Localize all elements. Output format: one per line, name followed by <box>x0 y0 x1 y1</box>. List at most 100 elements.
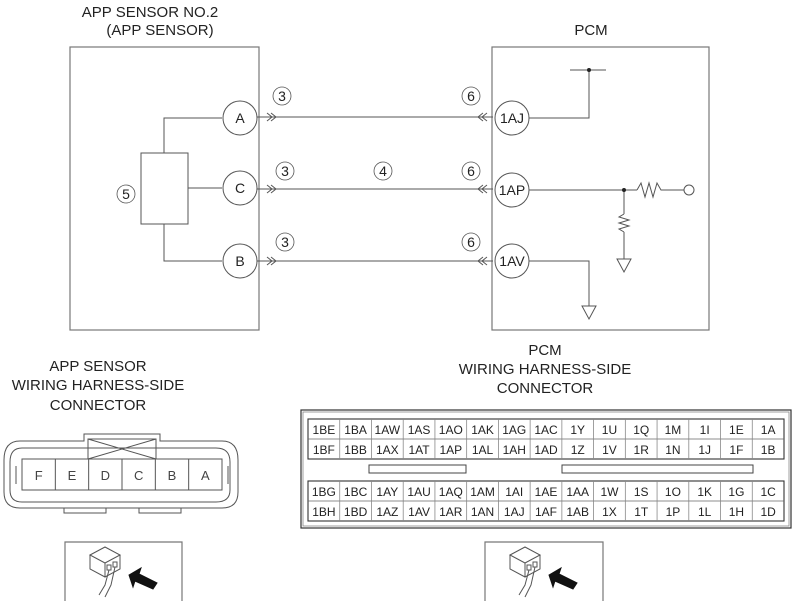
signal-terminal-icon <box>683 184 695 196</box>
sensor-terminal-e: E <box>54 459 77 490</box>
svg-text:3: 3 <box>281 234 289 250</box>
pcm-terminal-1ao: 1AO <box>439 423 463 437</box>
pcm-1aj-supply-circuit <box>529 69 606 119</box>
svg-text:6: 6 <box>467 88 475 104</box>
pcm-terminal-1o: 1O <box>665 485 681 499</box>
pcm-terminal-1al: 1AL <box>472 443 494 457</box>
svg-text:A: A <box>201 468 210 483</box>
sensor-connector-title-line2: WIRING HARNESS-SIDE <box>12 377 185 394</box>
pcm-terminal-1ah: 1AH <box>503 443 526 457</box>
sensor-terminal-d: D <box>88 459 110 490</box>
pcm-terminal-1ba: 1BA <box>344 423 367 437</box>
pcm-terminal-1aw: 1AW <box>375 423 401 437</box>
pcm-terminal-1j: 1J <box>698 443 711 457</box>
pcm-connector-outline <box>300 409 792 529</box>
pcm-terminal-1ar: 1AR <box>439 505 463 519</box>
pcm-terminal-1p: 1P <box>666 505 681 519</box>
pcm-terminal-1ad: 1AD <box>534 443 558 457</box>
sensor-connector-view-icon <box>64 541 183 601</box>
svg-text:4: 4 <box>379 163 387 179</box>
svg-text:3: 3 <box>278 88 286 104</box>
sensor-title-line2: (APP SENSOR) <box>106 22 213 39</box>
pcm-terminal-1g: 1G <box>728 485 744 499</box>
sensor-connector-title-line3: CONNECTOR <box>50 397 147 414</box>
callout-4: 4 <box>373 161 393 181</box>
sensor-connector-title-line1: APP SENSOR <box>49 358 146 375</box>
sensor-terminal-b: B <box>154 459 177 490</box>
sensor-terminal-c: C <box>121 459 143 490</box>
pcm-terminal-1f: 1F <box>729 443 743 457</box>
pcm-terminal-1aq: 1AQ <box>439 485 463 499</box>
pcm-terminal-1as: 1AS <box>408 423 431 437</box>
pcm-terminal-1z: 1Z <box>571 443 585 457</box>
pcm-terminal-1bh: 1BH <box>312 505 335 519</box>
sensor-side-connector-marks <box>266 112 277 266</box>
pcm-terminal-1e: 1E <box>729 423 744 437</box>
pcm-terminal-1av: 1AV <box>408 505 430 519</box>
pcm-terminal-1ay: 1AY <box>376 485 398 499</box>
pcm-terminal-1bc: 1BC <box>344 485 368 499</box>
ground-icon <box>616 258 632 274</box>
callout-3-wire-a: 3 <box>272 86 292 106</box>
sensor-pin-a: A <box>222 100 258 136</box>
pcm-connector-key-left <box>368 464 467 474</box>
resistor-pulldown-icon <box>617 213 631 233</box>
pcm-terminal-1at: 1AT <box>409 443 431 457</box>
pcm-terminal-1m: 1M <box>665 423 682 437</box>
svg-text:1AP: 1AP <box>499 182 525 198</box>
pcm-terminal-1h: 1H <box>729 505 744 519</box>
svg-text:B: B <box>168 468 177 483</box>
pcm-terminal-1an: 1AN <box>471 505 494 519</box>
svg-text:D: D <box>101 468 110 483</box>
sensor-pin-c: C <box>222 170 258 206</box>
pcm-pin-1aj: 1AJ <box>494 100 530 136</box>
pcm-terminal-1l: 1L <box>698 505 712 519</box>
pcm-terminal-1ax: 1AX <box>376 443 399 457</box>
pcm-signal-junction-dot <box>622 188 626 192</box>
pcm-side-connector-marks <box>477 112 488 266</box>
pcm-terminal-1w: 1W <box>600 485 619 499</box>
pcm-terminal-1u: 1U <box>602 423 617 437</box>
pcm-terminal-1ae: 1AE <box>535 485 558 499</box>
sensor-wire-a <box>163 117 222 153</box>
pcm-connector-view-icon <box>484 541 604 601</box>
sensor-terminal-f: F <box>35 468 43 483</box>
sensor-pin-b: B <box>222 243 258 279</box>
pcm-terminal-1aa: 1AA <box>566 485 589 499</box>
pcm-terminal-1c: 1C <box>760 485 776 499</box>
pcm-terminal-1y: 1Y <box>570 423 585 437</box>
pcm-terminal-1ac: 1AC <box>534 423 558 437</box>
callout-5: 5 <box>122 186 130 202</box>
pcm-terminal-1bg: 1BG <box>312 485 336 499</box>
callout-3-wire-c: 3 <box>275 161 295 181</box>
pcm-terminal-1t: 1T <box>634 505 649 519</box>
pcm-terminal-1bf: 1BF <box>313 443 335 457</box>
sensor-wire-b <box>163 224 222 262</box>
pcm-connector-title-line1: PCM <box>528 342 561 359</box>
pcm-connector-title-line3: CONNECTOR <box>497 380 594 397</box>
pcm-terminal-1a: 1A <box>761 423 776 437</box>
pcm-terminal-1au: 1AU <box>407 485 430 499</box>
pcm-1av-ground-circuit <box>529 260 597 321</box>
sensor-terminal-a: A <box>188 459 210 490</box>
pcm-terminal-1ab: 1AB <box>566 505 589 519</box>
svg-text:1AV: 1AV <box>499 253 525 269</box>
svg-text:1AJ: 1AJ <box>500 110 524 126</box>
pcm-terminal-1bd: 1BD <box>344 505 368 519</box>
pcm-terminal-1s: 1S <box>634 485 649 499</box>
pcm-terminal-1v: 1V <box>602 443 617 457</box>
sensor-element <box>140 152 189 225</box>
svg-text:C: C <box>235 180 245 196</box>
pcm-terminal-1be: 1BE <box>313 423 336 437</box>
callout-6-wire-1aj: 6 <box>461 86 481 106</box>
callout-3-wire-b: 3 <box>275 232 295 252</box>
svg-text:C: C <box>134 468 143 483</box>
pcm-terminal-1af: 1AF <box>535 505 557 519</box>
pcm-pin-1av: 1AV <box>494 243 530 279</box>
resistor-series-icon <box>636 181 668 199</box>
pcm-connector-key-right <box>561 464 754 474</box>
callout-5-circle <box>116 184 136 204</box>
